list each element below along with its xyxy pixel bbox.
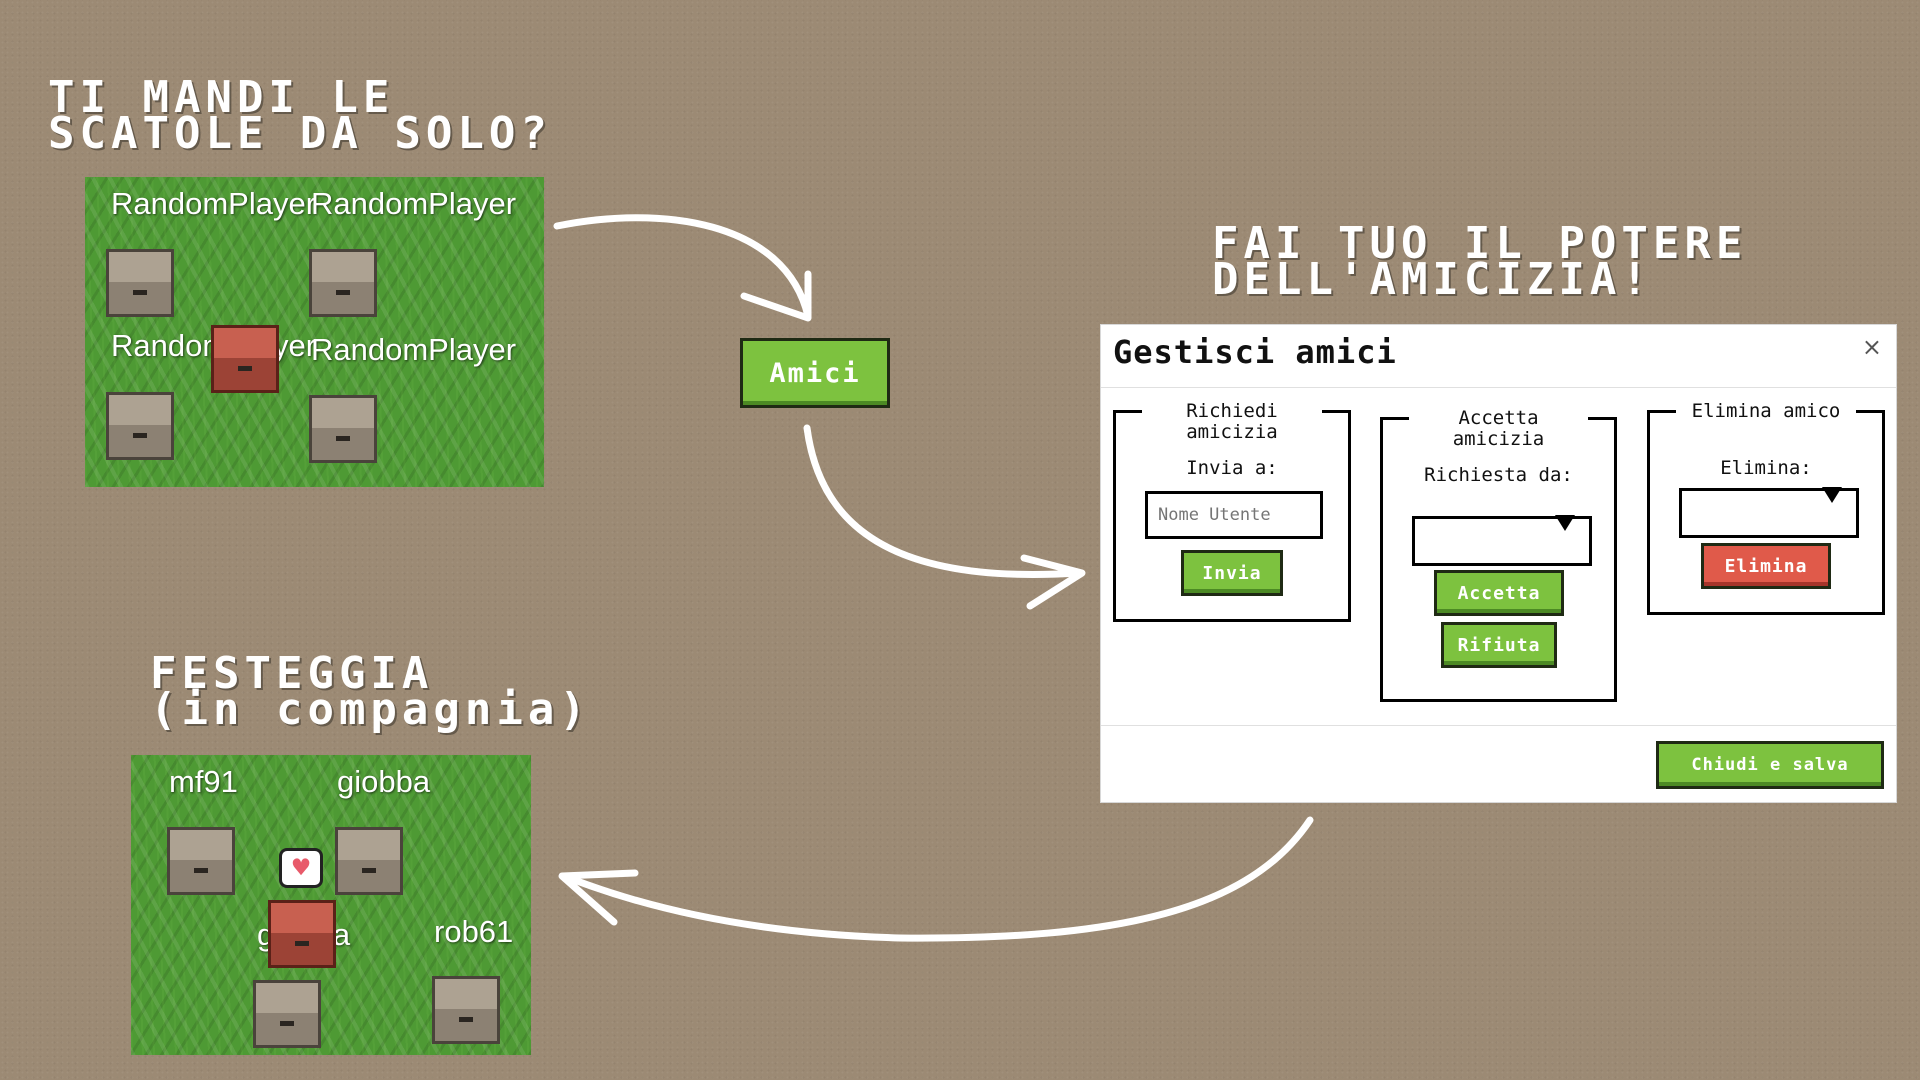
- box-sprite-red: [268, 900, 336, 968]
- player-name-label: rob61: [434, 914, 514, 949]
- box-sprite: [253, 980, 321, 1048]
- player-name-label: RandomPlayer: [311, 186, 517, 221]
- heart-icon: ♥: [279, 848, 323, 888]
- box-sprite-red: [211, 325, 279, 393]
- box-sprite: [106, 249, 174, 317]
- chevron-down-icon: [1555, 515, 1575, 531]
- reject-button[interactable]: Rifiuta: [1441, 622, 1557, 668]
- send-to-label: Invia a:: [1186, 457, 1278, 479]
- modal-footer-divider: [1101, 725, 1896, 726]
- box-sprite: [106, 392, 174, 460]
- heading-friendship-line-1: FAI TUO IL POTERE: [1212, 218, 1748, 269]
- modal-title: Gestisci amici: [1113, 333, 1397, 371]
- arrowhead-3: [558, 869, 639, 926]
- manage-friends-modal: Gestisci amici × Richiedi amicizia Invia…: [1101, 325, 1896, 802]
- heading-friendship: FAI TUO IL POTERE DELL'AMICIZIA!: [1212, 218, 1748, 305]
- player-name-label: RandomPlayer: [111, 186, 317, 221]
- remove-button[interactable]: Elimina: [1701, 543, 1831, 589]
- send-request-button[interactable]: Invia: [1181, 550, 1283, 596]
- accept-friendship-panel: Accetta amicizia Richiesta da: Accetta R…: [1380, 408, 1617, 702]
- accept-panel-title: Accetta amicizia: [1409, 408, 1588, 450]
- request-friendship-panel: Richiedi amicizia Invia a: Invia: [1113, 401, 1351, 622]
- close-icon[interactable]: ×: [1861, 333, 1882, 361]
- arrowhead-1: [740, 270, 812, 322]
- heading-celebrate: FESTEGGIA (in compagnia): [150, 648, 591, 735]
- request-from-label: Richiesta da:: [1424, 464, 1573, 486]
- player-name-label: giobba: [337, 764, 431, 799]
- box-sprite: [309, 249, 377, 317]
- player-name-label: mf91: [169, 764, 238, 799]
- remove-panel-title: Elimina amico: [1676, 401, 1856, 422]
- modal-header-divider: [1101, 387, 1896, 388]
- friends-button[interactable]: Amici: [740, 338, 890, 408]
- heading-celebrate-line-1: FESTEGGIA: [150, 648, 434, 699]
- arrowhead-2: [1020, 554, 1086, 610]
- chevron-down-icon: [1822, 487, 1842, 503]
- remove-friend-select[interactable]: [1679, 487, 1859, 538]
- heading-solo: TI MANDI LE SCATOLE DA SOLO?: [48, 72, 552, 159]
- heading-solo-line-1: TI MANDI LE: [48, 72, 395, 123]
- heading-friendship-line-2: DELL'AMICIZIA!: [1212, 254, 1653, 305]
- game-scene-solo: RandomPlayer RandomPlayer RandomPlayer R…: [85, 177, 544, 487]
- box-sprite: [432, 976, 500, 1044]
- arrow-curve-2: [803, 424, 1082, 578]
- heading-solo-line-2: SCATOLE DA SOLO?: [48, 108, 552, 159]
- box-sprite: [335, 827, 403, 895]
- box-sprite: [167, 827, 235, 895]
- heading-celebrate-line-2: (in compagnia): [150, 684, 591, 735]
- request-panel-title: Richiedi amicizia: [1142, 401, 1322, 443]
- arrow-curve-1: [553, 214, 812, 320]
- player-name-label: RandomPlayer: [311, 332, 517, 367]
- remove-label: Elimina:: [1720, 457, 1812, 479]
- game-scene-party: mf91 giobba giobba rob61 ♥: [131, 755, 531, 1055]
- close-and-save-button[interactable]: Chiudi e salva: [1656, 741, 1884, 789]
- box-sprite: [309, 395, 377, 463]
- request-from-select[interactable]: [1412, 515, 1592, 566]
- arrow-curve-3: [560, 816, 1314, 942]
- remove-friend-panel: Elimina amico Elimina: Elimina: [1647, 401, 1885, 615]
- username-input[interactable]: [1145, 491, 1323, 539]
- accept-button[interactable]: Accetta: [1434, 570, 1564, 616]
